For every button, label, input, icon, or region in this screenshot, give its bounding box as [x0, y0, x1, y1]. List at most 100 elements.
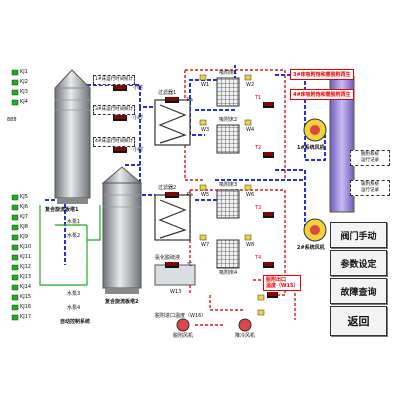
filter-1-shape [154, 99, 191, 146]
kj-label-4: KJ4 [20, 99, 28, 105]
kj-label-1: KJ1 [20, 69, 28, 75]
fault-query-button[interactable]: 故障查询 [330, 278, 387, 304]
pump-2-label[interactable]: 水泵2 [67, 233, 81, 239]
filter-1-unit: Pa [187, 97, 193, 103]
kj-label-8: KJ8 [20, 224, 28, 230]
tower-1-shape [53, 69, 92, 204]
filter-2-label: 过滤器2 [158, 185, 177, 191]
fan-2-shape [303, 218, 327, 242]
bed-2-label[interactable]: 吸附床2 [219, 117, 238, 123]
damper-valves [199, 74, 265, 316]
temp-t3: T3 [255, 205, 262, 211]
damper-w7[interactable]: W7 [201, 242, 210, 248]
pump-1-label[interactable]: 水泵1 [67, 219, 81, 225]
adsorb-record-text: 吸附系统 运行记录 [361, 182, 379, 193]
fan-1-shape [303, 118, 327, 142]
kj-label-5: KJ5 [20, 194, 28, 200]
temp-t3-readout: 888 [263, 212, 275, 218]
kj-label-14: KJ14 [20, 284, 32, 290]
kj-label-16: KJ16 [20, 304, 32, 310]
cool-fan-label[interactable]: 降冷风机 [235, 333, 256, 339]
runtime-3-text: 4#床运行时间统计 [95, 139, 134, 144]
runtime-2-text: 3#床运行时间统计 [95, 107, 134, 112]
temp-t2: T2 [255, 145, 262, 151]
kj-label-6: KJ6 [20, 204, 28, 210]
water-pipes [39, 205, 101, 286]
filter-1-label: 过滤器1 [158, 90, 177, 96]
desorb-inlet-label: 脱附进口温度（W16） [155, 313, 207, 319]
desorb-outlet-box: 脱附出口 温度（W15） [263, 275, 302, 291]
temp-t4-readout: 888 [263, 262, 275, 268]
temp-t1: T1 [255, 95, 262, 101]
runtime-2-value: 8888 [113, 115, 128, 121]
kj-label-10: KJ10 [20, 244, 32, 250]
soak-tank-readout: 8888 [165, 262, 180, 268]
left-column-valves [11, 69, 19, 321]
runtime-label-2: 3#床运行时间统计 [93, 105, 136, 115]
desorb-outlet-readout: 888 [267, 292, 279, 298]
desorb-record-text: 脱附系统 运行记录 [361, 152, 379, 163]
left-readout: 888 [7, 117, 17, 123]
auto-control-label: 自动控制系统 [60, 319, 91, 325]
adsorption-beds [216, 77, 240, 269]
filter-2-readout: 8888 [165, 192, 180, 198]
soak-tank-unit: ℃ [187, 262, 193, 268]
kj-label-2: KJ2 [20, 79, 28, 85]
filter-1-readout: 8888 [165, 97, 180, 103]
kj-label-12: KJ12 [20, 264, 32, 270]
desorb-fan-label[interactable]: 脱附风机 [173, 333, 194, 339]
regen-note-3: 3#床吸附饱和需脱附再生 [290, 69, 354, 80]
filter-2-shape [154, 194, 191, 241]
bed-3-label[interactable]: 吸附床3 [219, 182, 238, 188]
tower-2-label: 复合旋流板塔2 [105, 299, 139, 305]
regen-note-4: 4#床吸附饱和需脱附再生 [290, 89, 354, 100]
runtime-3-value: 8888 [113, 147, 128, 153]
runtime-1-value: 8888 [113, 85, 128, 91]
temp-t1-readout: 888 [263, 102, 275, 108]
temp-t4: T4 [255, 255, 262, 261]
adsorb-record[interactable]: 吸附系统 运行记录 [350, 180, 390, 196]
back-button[interactable]: 返回 [330, 306, 387, 336]
kj-label-7: KJ7 [20, 214, 28, 220]
soak-tank-label: 氨化脱硫液 [155, 255, 181, 261]
tower-2-shape [101, 166, 143, 294]
damper-w4[interactable]: W4 [246, 127, 255, 133]
runtime-1-unit: 小时 [133, 85, 144, 91]
kj-label-15: KJ15 [20, 294, 32, 300]
kj-label-11: KJ11 [20, 254, 32, 260]
desorb-outlet-label2: 温度（W15） [266, 283, 299, 289]
runtime-1-text: 1#床运行时间统计 [95, 77, 134, 82]
damper-w1[interactable]: W1 [201, 82, 210, 88]
process-diagram: KJ1 KJ2 KJ3 KJ4 888 KJ5 KJ6 KJ7 KJ8 KJ9 … [5, 55, 395, 345]
desorb-record[interactable]: 脱附系统 运行记录 [350, 150, 390, 166]
pump-4-label[interactable]: 水泵4 [67, 305, 81, 311]
cool-fan-shape [238, 318, 252, 332]
damper-w3[interactable]: W3 [201, 127, 210, 133]
param-setting-button[interactable]: 参数设定 [330, 250, 387, 276]
runtime-2-unit: 小时 [133, 115, 144, 121]
damper-w8[interactable]: W8 [246, 242, 255, 248]
desorb-fan-shape [176, 318, 190, 332]
pump-3-label[interactable]: 水泵3 [67, 291, 81, 297]
damper-w5[interactable]: W5 [201, 192, 210, 198]
temp-t2-readout: 888 [263, 152, 275, 158]
kj-label-3: KJ3 [20, 89, 28, 95]
filter-2-unit: Pa [187, 192, 193, 198]
bed-4-label[interactable]: 吸附床4 [219, 270, 238, 276]
bed-1-label[interactable]: 吸附床1 [219, 70, 238, 76]
kj-label-17: KJ17 [20, 314, 32, 320]
kj-label-9: KJ9 [20, 234, 28, 240]
runtime-3-unit: 小时 [133, 147, 144, 153]
runtime-label-1: 1#床运行时间统计 [93, 75, 136, 85]
runtime-label-3: 4#床运行时间统计 [93, 137, 136, 147]
damper-w6[interactable]: W6 [246, 192, 255, 198]
tower-1-label: 复合旋流板塔1 [45, 207, 79, 213]
fan-2-label[interactable]: 2#系统风机 [297, 245, 325, 251]
kj-label-13: KJ13 [20, 274, 32, 280]
damper-w2[interactable]: W2 [246, 82, 255, 88]
w13-label: W13 [170, 289, 182, 295]
fan-1-label[interactable]: 1#系统风机 [297, 145, 325, 151]
valve-manual-button[interactable]: 阀门手动 [330, 222, 387, 248]
soak-tank-shape [154, 264, 196, 286]
